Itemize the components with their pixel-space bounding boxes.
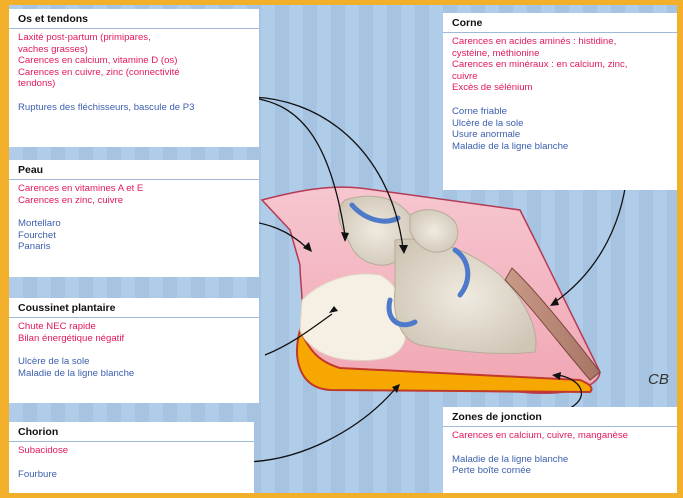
- blue-list: Maladie de la ligne blanche Perte boîte …: [443, 451, 677, 477]
- box-corne: Corne Carences en acides aminés : histid…: [443, 13, 677, 190]
- blue-list: Mortellaro Fourchet Panaris: [9, 215, 259, 253]
- list-item: Maladie de la ligne blanche: [452, 141, 668, 153]
- red-list: Chute NEC rapide Bilan énergétique négat…: [9, 318, 259, 344]
- box-jonction: Zones de jonction Carences en calcium, c…: [443, 407, 677, 493]
- box-title: Peau: [9, 160, 259, 180]
- box-peau: Peau Carences en vitamines A et E Carenc…: [9, 160, 259, 277]
- list-item: Usure anormale: [452, 129, 668, 141]
- list-item: Ulcère de la sole: [452, 118, 668, 130]
- list-item: Carences en acides aminés : histidine,: [452, 36, 668, 48]
- list-item: Perte boîte cornée: [452, 465, 668, 477]
- list-item: Ruptures des fléchisseurs, bascule de P3: [18, 102, 250, 114]
- list-item: cystéine, méthionine: [452, 48, 668, 60]
- list-item: Carences en minéraux : en calcium, zinc,: [452, 59, 668, 71]
- list-item: Chute NEC rapide: [18, 321, 250, 333]
- box-title: Corne: [443, 13, 677, 33]
- list-item: Fourchet: [18, 230, 250, 242]
- red-list: Carences en vitamines A et E Carences en…: [9, 180, 259, 206]
- list-item: Panaris: [18, 241, 250, 253]
- list-item: Subacidose: [18, 445, 245, 457]
- box-title: Chorion: [9, 422, 254, 442]
- list-item: Laxité post-partum (primipares,: [18, 32, 250, 44]
- blue-list: Fourbure: [9, 466, 254, 481]
- blue-list: Ulcère de la sole Maladie de la ligne bl…: [9, 353, 259, 379]
- box-coussinet: Coussinet plantaire Chute NEC rapide Bil…: [9, 298, 259, 403]
- box-title: Zones de jonction: [443, 407, 677, 427]
- list-item: Corne friable: [452, 106, 668, 118]
- box-title: Os et tendons: [9, 9, 259, 29]
- list-item: vaches grasses): [18, 44, 250, 56]
- box-title: Coussinet plantaire: [9, 298, 259, 318]
- list-item: Carences en calcium, cuivre, manganèse: [452, 430, 668, 442]
- list-item: tendons): [18, 78, 250, 90]
- red-list: Subacidose: [9, 442, 254, 457]
- red-list: Carences en calcium, cuivre, manganèse: [443, 427, 677, 442]
- list-item: Mortellaro: [18, 218, 250, 230]
- red-list: Laxité post-partum (primipares, vaches g…: [9, 29, 259, 90]
- list-item: Maladie de la ligne blanche: [18, 368, 250, 380]
- list-item: Excès de sélénium: [452, 82, 668, 94]
- list-item: Fourbure: [18, 469, 245, 481]
- list-item: Carences en cuivre, zinc (connectivité: [18, 67, 250, 79]
- list-item: Ulcère de la sole: [18, 356, 250, 368]
- signature-logo: CB: [648, 371, 669, 388]
- box-chorion: Chorion Subacidose Fourbure: [9, 422, 254, 493]
- blue-list: Ruptures des fléchisseurs, bascule de P3: [9, 99, 259, 114]
- list-item: Maladie de la ligne blanche: [452, 454, 668, 466]
- list-item: Bilan énergétique négatif: [18, 333, 250, 345]
- list-item: cuivre: [452, 71, 668, 83]
- blue-list: Corne friable Ulcère de la sole Usure an…: [443, 103, 677, 152]
- list-item: Carences en calcium, vitamine D (os): [18, 55, 250, 67]
- list-item: Carences en zinc, cuivre: [18, 195, 250, 207]
- box-os-tendons: Os et tendons Laxité post-partum (primip…: [9, 9, 259, 147]
- red-list: Carences en acides aminés : histidine, c…: [443, 33, 677, 94]
- arrow-chorion: [242, 388, 396, 462]
- list-item: Carences en vitamines A et E: [18, 183, 250, 195]
